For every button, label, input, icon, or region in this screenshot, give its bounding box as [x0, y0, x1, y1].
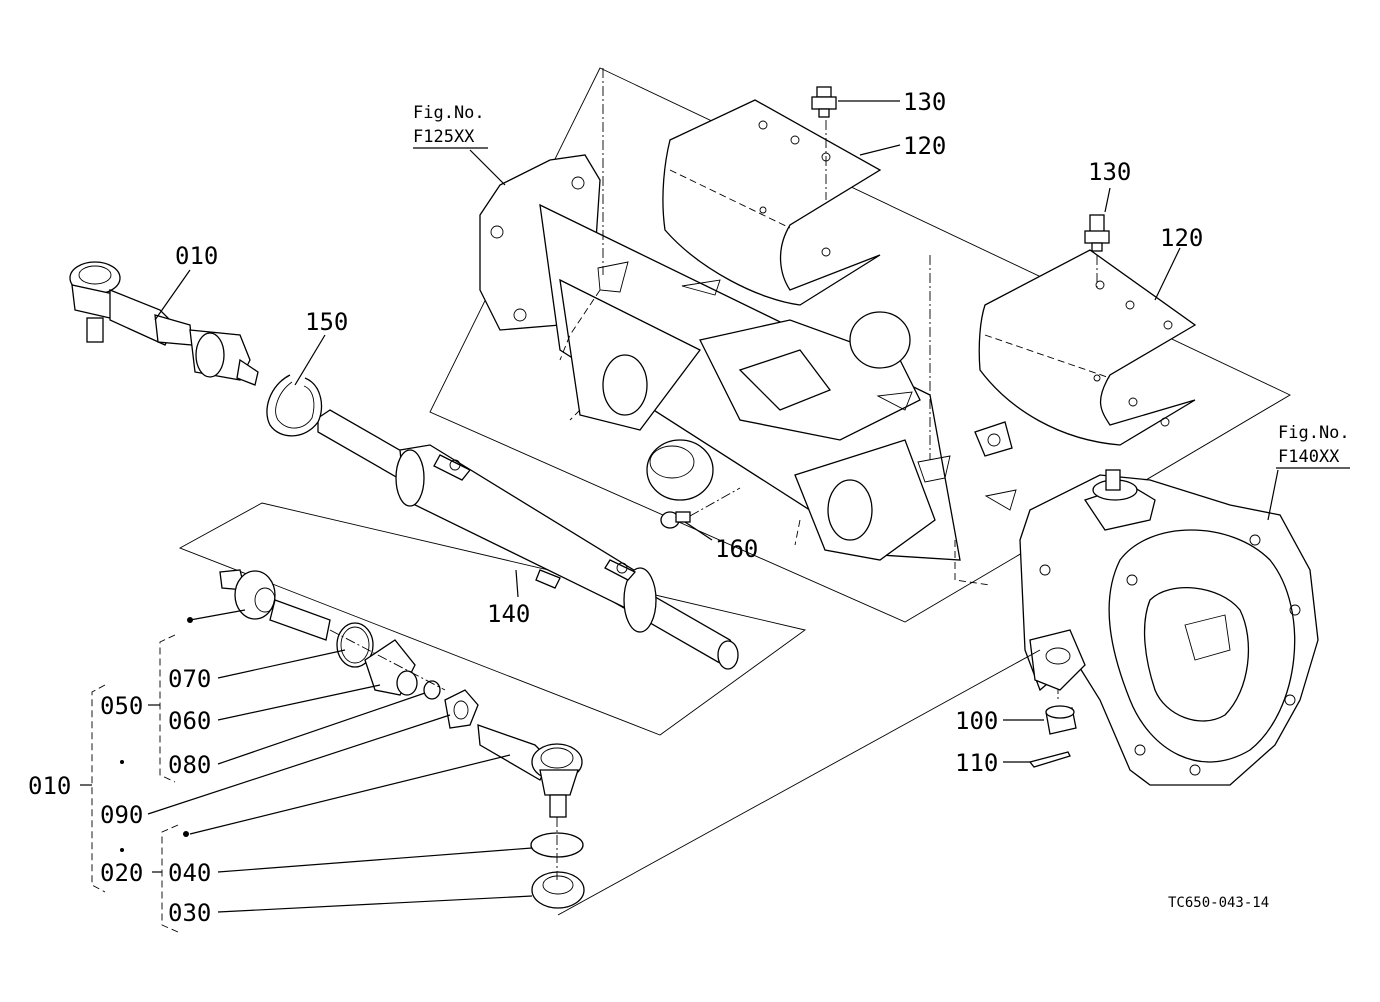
castle-nut-100: [1045, 705, 1077, 735]
o-ring-060: [336, 622, 374, 668]
axle-housing: [479, 154, 1017, 586]
figure-reference-f125: Fig.No. F125XX: [413, 103, 488, 149]
label-040: 040: [168, 859, 211, 887]
label-070: 070: [168, 665, 211, 693]
label-010-top: 010: [175, 242, 218, 270]
tie-rod-end-020: [477, 724, 583, 818]
label-130-a: 130: [903, 88, 946, 116]
label-090: 090: [100, 801, 143, 829]
label-030: 030: [168, 899, 211, 927]
dust-cover-030: [531, 871, 585, 909]
cotter-pin-110: [1028, 751, 1071, 768]
label-100: 100: [955, 707, 998, 735]
label-150: 150: [305, 308, 348, 336]
tie-rod-assembly-top: [69, 261, 259, 386]
label-020: 020: [100, 859, 143, 887]
label-060: 060: [168, 707, 211, 735]
label-140: 140: [487, 600, 530, 628]
bolt-130-lower: [1084, 214, 1110, 252]
snap-ring-080: [423, 680, 441, 700]
cylinder-assembly-frame: [178, 502, 807, 736]
steering-cylinder-140: [317, 409, 739, 670]
label-120-a: 120: [903, 132, 946, 160]
dust-seal-060: [364, 639, 418, 696]
fig-ref-f140-line2: F140XX: [1278, 447, 1340, 467]
snap-ring-150: [266, 374, 323, 437]
leader-lines: [147, 100, 1279, 916]
final-case-housing: [1019, 469, 1319, 786]
group-brackets: [80, 617, 193, 933]
fig-ref-f125-line2: F125XX: [413, 127, 475, 147]
lock-nut-090: [444, 689, 479, 729]
guard-plate-lower: [978, 249, 1197, 446]
drawing-code: TC650-043-14: [1168, 895, 1269, 911]
guard-plate-upper: [662, 99, 882, 306]
fig-ref-f140-line1: Fig.No.: [1278, 423, 1350, 443]
label-080: 080: [168, 751, 211, 779]
ball-joint-070: [219, 569, 331, 641]
bolt-160: [660, 487, 741, 529]
label-010-group: 010: [28, 772, 71, 800]
label-050: 050: [100, 692, 143, 720]
label-130-b: 130: [1088, 158, 1131, 186]
label-120-b: 120: [1160, 224, 1203, 252]
label-160: 160: [715, 535, 758, 563]
bolt-130-upper: [811, 86, 837, 118]
label-110: 110: [955, 749, 998, 777]
figure-reference-f140: Fig.No. F140XX: [1276, 423, 1350, 469]
fig-ref-f125-line1: Fig.No.: [413, 103, 485, 123]
